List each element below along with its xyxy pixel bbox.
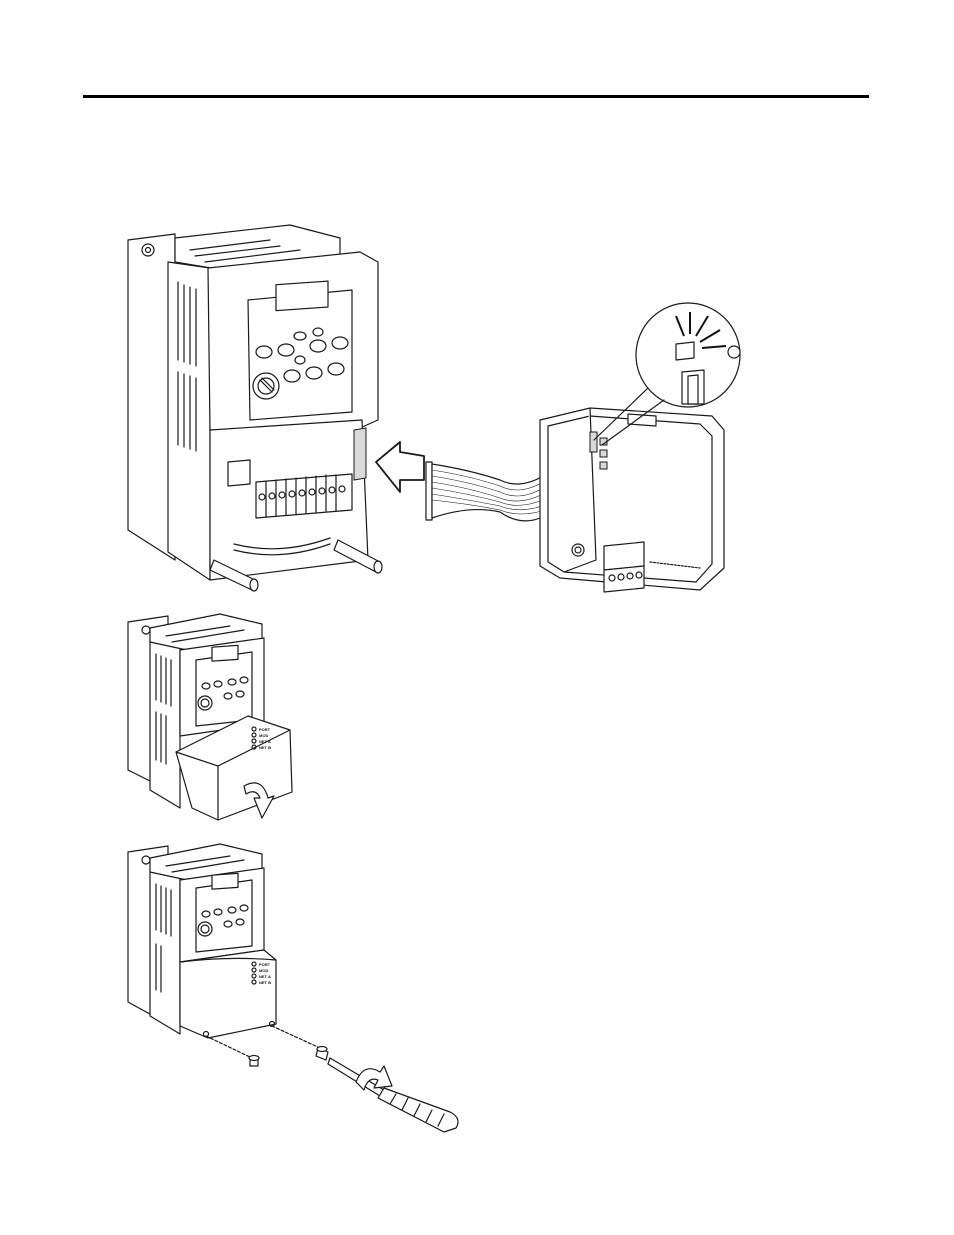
drive-cover-installed: PORT MOD NET A NET B: [128, 844, 458, 1132]
drive-cover-attach: PORT MOD NET A NET B: [128, 614, 292, 820]
status-label-mod-installed: MOD: [259, 968, 268, 973]
screw-right-icon: [316, 1047, 328, 1061]
status-label-net-b: NET B: [259, 745, 271, 750]
insert-arrow: [376, 442, 424, 492]
status-label-net-b-installed: NET B: [259, 980, 271, 985]
status-label-port-installed: PORT: [259, 962, 271, 967]
status-label-net-a: NET A: [259, 739, 271, 744]
status-label-mod: MOD: [259, 733, 268, 738]
drive-open-front: [128, 225, 382, 591]
status-label-port: PORT: [259, 727, 271, 732]
screwdriver-icon: [328, 1058, 458, 1132]
status-label-net-a-installed: NET A: [259, 974, 271, 979]
screw-left-icon: [249, 1056, 259, 1067]
adapter-cover: [540, 408, 724, 592]
